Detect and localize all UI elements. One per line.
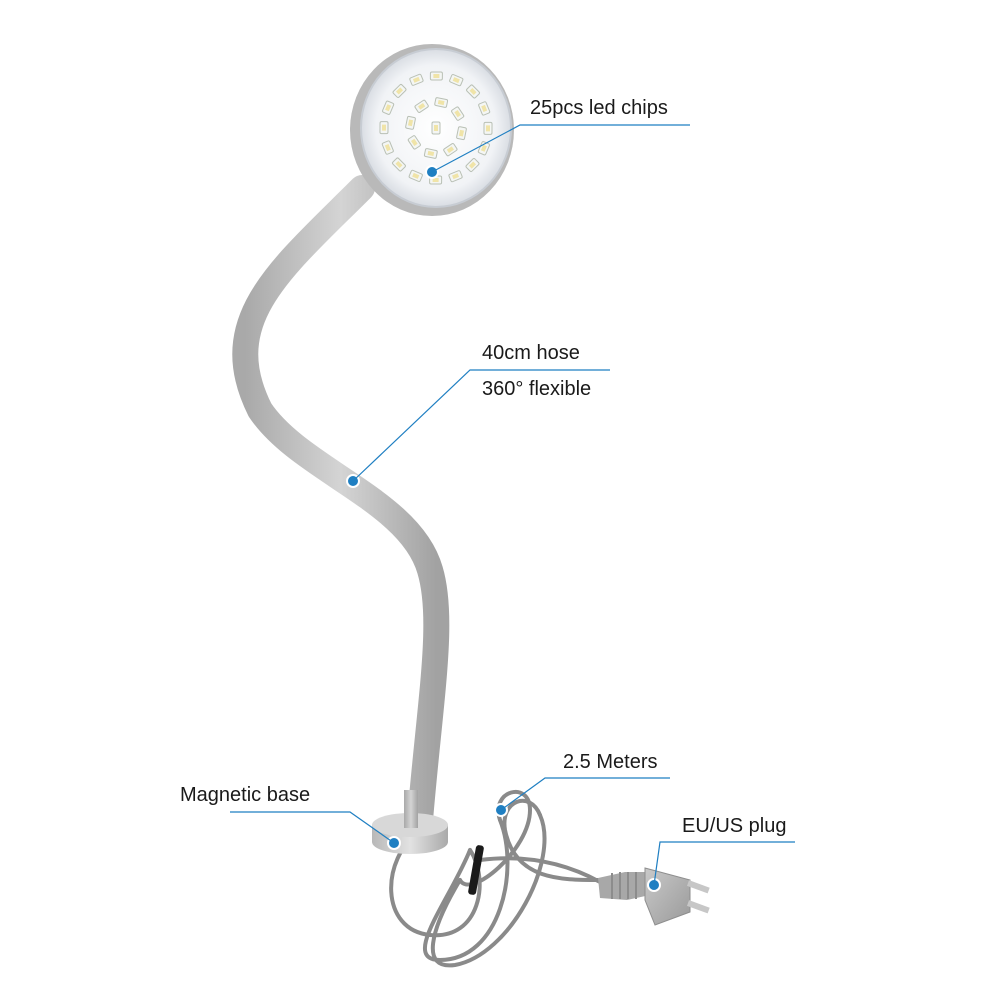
power-cable — [389, 790, 602, 968]
cable-length-label: 2.5 Meters — [563, 751, 658, 773]
led-chip-phosphor — [446, 146, 454, 153]
magnetic-base — [372, 790, 448, 854]
hose-leader-line — [352, 369, 610, 482]
led-chip-phosphor — [395, 87, 404, 95]
led-chip-phosphor — [485, 125, 491, 132]
led-chip-phosphor — [384, 144, 391, 152]
led-chip-phosphor — [412, 172, 420, 179]
led-chip-phosphor — [412, 76, 420, 83]
cable-tie — [468, 845, 484, 895]
led-chip-phosphor — [469, 87, 477, 96]
led-chip-phosphor — [481, 104, 488, 112]
plug-label: EU/US plug — [682, 815, 787, 837]
hose-length-label: 40cm hose — [482, 342, 580, 364]
led-chip-phosphor — [452, 173, 460, 180]
led-chip-phosphor — [434, 125, 438, 131]
base-leader-line — [230, 811, 395, 844]
led-chip-phosphor — [458, 129, 465, 137]
led-chip-phosphor — [385, 104, 392, 112]
led-chip-phosphor — [432, 177, 439, 183]
cable-leader-line — [500, 777, 670, 811]
led-chip-phosphor — [381, 124, 387, 131]
led-chip-phosphor — [433, 73, 440, 79]
led-chip-phosphor — [427, 150, 435, 157]
led-chips-label: 25pcs led chips — [530, 97, 668, 119]
base-label: Magnetic base — [180, 784, 311, 806]
led-chip-phosphor — [395, 160, 403, 169]
led-chip-phosphor — [418, 103, 426, 110]
plug-leader-line — [653, 841, 795, 886]
power-plug — [598, 867, 710, 926]
flexible-hose — [232, 175, 450, 833]
led-chip-phosphor — [411, 138, 418, 146]
led-chip-phosphor — [407, 119, 414, 127]
lamp-head — [350, 44, 514, 216]
led-chip-phosphor — [452, 77, 460, 84]
led-chip-phosphor — [437, 99, 445, 106]
led-chip-array — [379, 71, 493, 185]
led-leader-line — [431, 124, 690, 173]
hose-flex-label: 360° flexible — [482, 378, 592, 400]
led-chip-phosphor — [454, 110, 461, 118]
led-chip-phosphor — [468, 161, 477, 169]
leader-lines — [230, 124, 795, 886]
led-chip-phosphor — [480, 144, 487, 152]
